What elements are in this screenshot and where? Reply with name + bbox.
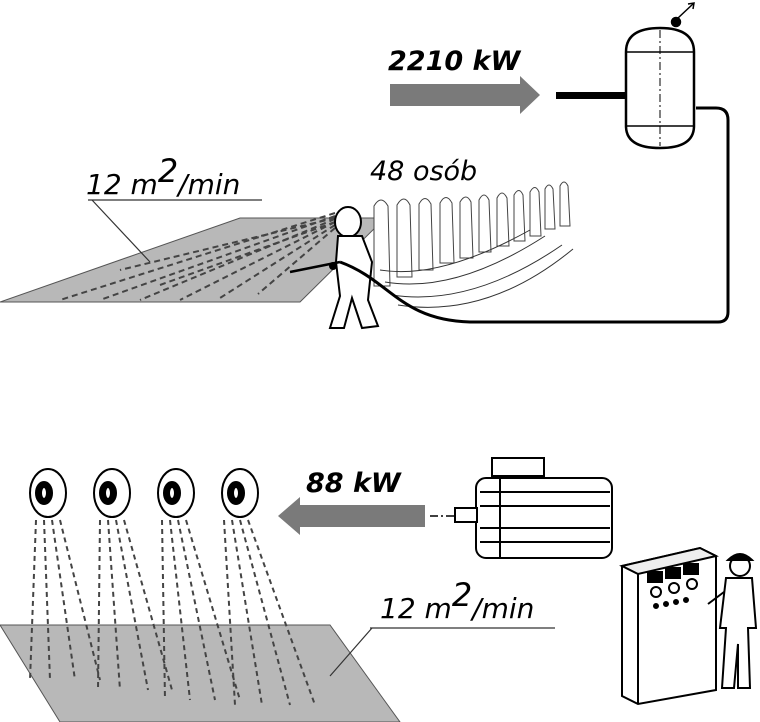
bottom-area-label: 12 m2/min	[380, 576, 534, 625]
bottom-power-arrow	[278, 497, 425, 535]
top-area-leader	[91, 199, 151, 263]
worker-with-lance-icon	[289, 206, 380, 330]
rotary-nozzle-icon	[157, 468, 195, 518]
operator-icon	[707, 553, 758, 689]
top-spray	[59, 212, 336, 301]
tank-inlet-pipe	[556, 92, 626, 99]
top-power-label: 2210 kW	[388, 46, 522, 77]
rotary-nozzle-icon	[93, 468, 131, 518]
top-area-label: 12 m2/min	[86, 152, 240, 201]
bottom-power-label: 88 kW	[306, 468, 402, 499]
top-surface	[0, 217, 387, 303]
pump-motor-icon	[454, 457, 613, 559]
bottom-sprays	[29, 519, 316, 706]
bottom-scene: 88 kW	[0, 457, 758, 722]
pressure-tank-icon	[624, 2, 696, 150]
worker-crowd	[373, 181, 571, 287]
top-power-arrow	[390, 76, 540, 114]
crowd-arcs	[379, 229, 574, 308]
workers-count-label: 48 osób	[370, 156, 477, 187]
top-scene: 2210 kW 12 m2/min 48 osób	[0, 2, 730, 330]
bottom-surface	[0, 624, 401, 722]
rotary-nozzle-icon	[29, 468, 67, 518]
control-panel-icon	[619, 546, 719, 706]
high-pressure-hose	[339, 106, 730, 324]
rotary-nozzle-icon	[221, 468, 259, 518]
